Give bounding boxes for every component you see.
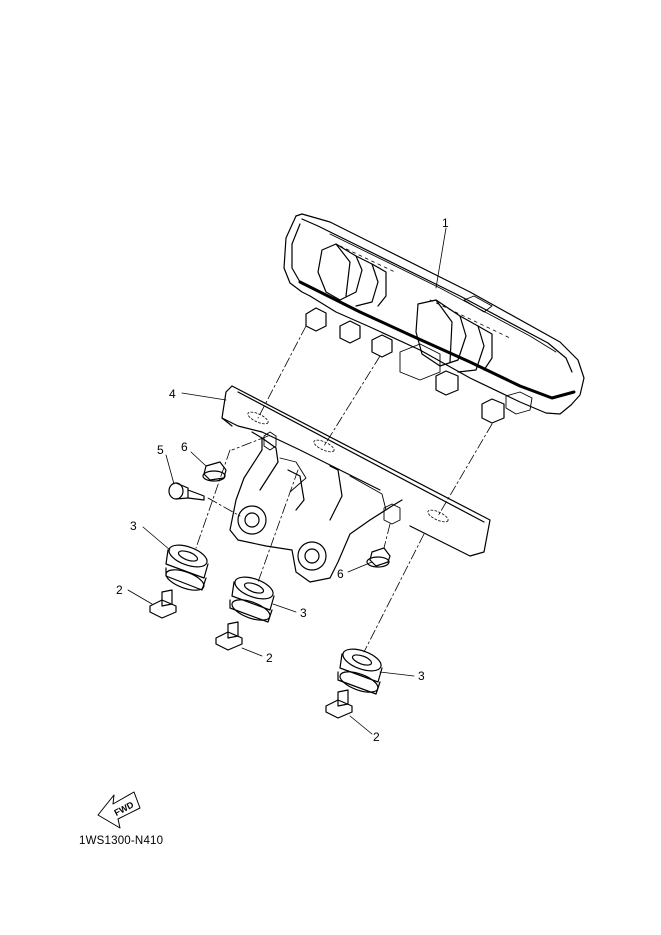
nut-right: [366, 547, 391, 568]
callout-2-middle: 2: [266, 651, 273, 665]
bolt-right: [325, 689, 353, 719]
fwd-arrow-icon: [97, 791, 141, 829]
callout-6-right: 6: [337, 567, 344, 581]
callout-5: 5: [157, 443, 164, 457]
meter-assembly: [283, 213, 585, 424]
callout-3-left: 3: [130, 519, 137, 533]
callout-6-left: 6: [181, 440, 188, 454]
damper-left: [165, 544, 209, 591]
callout-2-left: 2: [116, 583, 123, 597]
callout-4: 4: [169, 387, 176, 401]
callout-3-middle: 3: [300, 606, 307, 620]
callout-labels: 1 4 6 5 3 2 3 2 6 3 2 FWD: [113, 216, 449, 818]
callout-3-right: 3: [418, 669, 425, 683]
part-code: 1WS1300-N410: [79, 835, 164, 847]
callout-2-right: 2: [373, 730, 380, 744]
callout-1: 1: [442, 216, 449, 230]
leader-lines: [127, 227, 447, 735]
damper-right: [337, 648, 383, 695]
meter-bracket: [221, 385, 491, 583]
bolt-middle: [215, 621, 243, 651]
bolt-left: [149, 589, 177, 619]
assembly-lines: [195, 325, 493, 653]
damper-middle: [229, 576, 275, 623]
screw: [168, 482, 205, 501]
nut-left: [202, 461, 227, 482]
